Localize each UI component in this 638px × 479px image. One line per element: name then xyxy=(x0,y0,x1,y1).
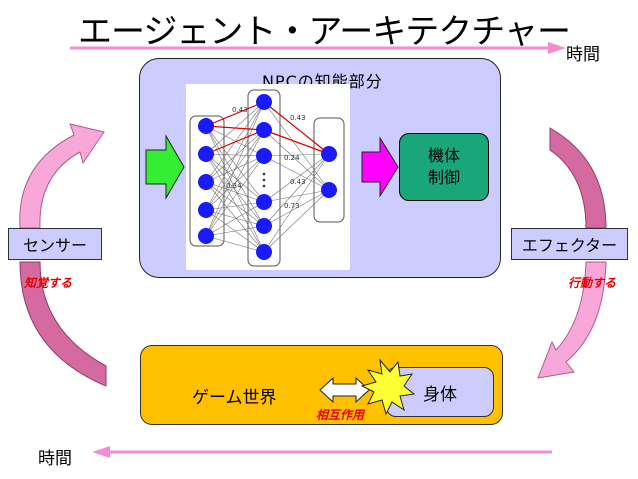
right-loop-arrow-lower xyxy=(537,261,607,379)
perceive-label: 知覚する xyxy=(24,276,73,290)
page-title: エージェント・アーキテクチャー xyxy=(78,12,571,52)
connection-line xyxy=(205,155,265,237)
connection-line xyxy=(263,153,330,253)
connection-line xyxy=(205,125,265,253)
connection-line xyxy=(205,181,265,203)
connection-line xyxy=(205,125,265,203)
connection-line xyxy=(263,155,330,191)
connection-line xyxy=(205,235,265,253)
ellipsis-dot xyxy=(262,172,266,176)
connection-line xyxy=(205,129,265,237)
connection-line xyxy=(205,209,265,227)
input-node xyxy=(198,228,214,244)
interaction-label: 相互作用 xyxy=(316,408,365,422)
input-node xyxy=(198,202,214,218)
weight-label: 0.73 xyxy=(284,202,300,210)
connection-line xyxy=(205,201,265,211)
connection-line xyxy=(205,201,265,237)
ellipsis-dot xyxy=(262,178,266,182)
hidden-node xyxy=(256,122,272,138)
connection-line xyxy=(205,153,265,203)
layer-frame-input xyxy=(189,115,225,247)
connection-line xyxy=(263,153,330,157)
connection-line xyxy=(263,189,330,253)
connection-line xyxy=(205,129,265,211)
left-loop-arrow-lower xyxy=(19,261,107,387)
input-node xyxy=(198,146,214,162)
weight-label: 0.34 xyxy=(226,182,242,190)
hidden-node xyxy=(256,244,272,260)
active-connection-line xyxy=(205,125,265,131)
burst-icon xyxy=(360,358,416,416)
sensor-box: センサー xyxy=(8,228,102,260)
hidden-node xyxy=(256,218,272,234)
connection-line xyxy=(263,101,330,191)
connection-line xyxy=(205,153,265,157)
left-loop-arrow-upper xyxy=(19,123,105,229)
output-node xyxy=(321,146,337,162)
timeline-bottom-arrowhead xyxy=(92,446,110,458)
connection-line xyxy=(263,153,330,203)
neural-network-panel: 0.43 0.43 0.24 0.43 0.34 0.73 xyxy=(186,84,350,270)
game-world-label: ゲーム世界 xyxy=(192,388,277,408)
output-node xyxy=(321,182,337,198)
connection-line xyxy=(263,129,330,191)
weight-label: 0.43 xyxy=(290,178,306,186)
connection-line xyxy=(263,189,330,227)
timeline-top-arrowhead xyxy=(548,42,566,54)
weight-label: 0.24 xyxy=(284,154,300,162)
connection-line xyxy=(205,153,265,227)
connection-line xyxy=(205,153,265,253)
weight-label: 0.43 xyxy=(232,106,248,114)
weight-label: 0.43 xyxy=(290,114,306,122)
effector-box: エフェクター xyxy=(511,228,628,260)
machine-control-box: 機体 制御 xyxy=(399,133,489,201)
connection-line xyxy=(263,153,330,227)
neural-network-diagram: 0.43 0.43 0.24 0.43 0.34 0.73 xyxy=(189,89,345,267)
connection-line xyxy=(205,101,265,237)
active-connection-line xyxy=(263,129,330,155)
act-label: 行動する xyxy=(568,276,617,290)
connection-line xyxy=(205,181,265,253)
connection-line xyxy=(263,189,330,203)
connection-line xyxy=(205,125,265,227)
hidden-node xyxy=(256,148,272,164)
active-connection-line xyxy=(263,101,330,155)
time-label-bottom: 時間 xyxy=(38,449,72,469)
input-node xyxy=(198,118,214,134)
hidden-node xyxy=(256,94,272,110)
machine-control-line2: 制御 xyxy=(427,168,460,187)
connection-line xyxy=(205,181,265,227)
ellipsis-dot xyxy=(262,184,266,188)
input-node xyxy=(198,174,214,190)
connection-line xyxy=(205,125,265,157)
active-connection-line xyxy=(205,129,265,155)
time-label-top: 時間 xyxy=(566,45,600,65)
connection-line xyxy=(205,225,265,237)
machine-control-line1: 機体 xyxy=(427,146,460,165)
connection-line xyxy=(205,101,265,211)
active-connection-line xyxy=(205,101,265,127)
hidden-node xyxy=(256,194,272,210)
